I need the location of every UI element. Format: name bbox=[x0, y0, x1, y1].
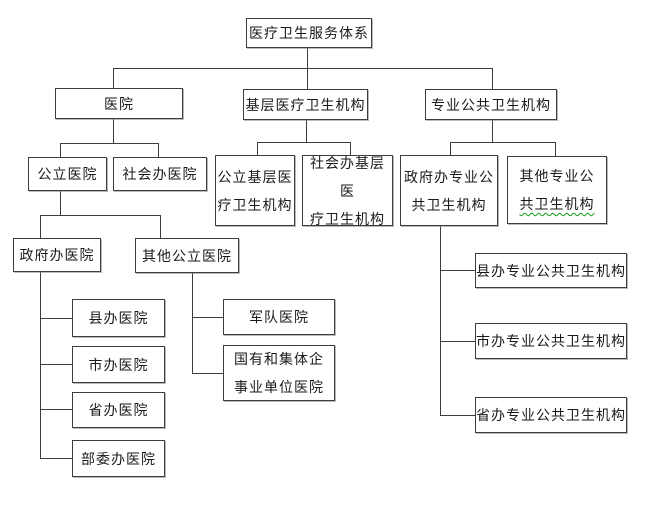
node-social-hospital: 社会办医院 bbox=[113, 157, 207, 191]
connector-line bbox=[450, 142, 556, 143]
connector-line bbox=[440, 341, 475, 342]
node-county-hospital-label: 县办医院 bbox=[88, 310, 149, 326]
node-primary-care: 基层医疗卫生机构 bbox=[243, 89, 368, 120]
node-city-public-health: 市办专业公共卫生机构 bbox=[475, 323, 627, 359]
node-county-public-health-label: 县办专业公共卫生机构 bbox=[476, 262, 626, 279]
node-city-hospital-label: 市办医院 bbox=[88, 356, 149, 373]
node-social-primary-care-line1: 社会办基层医 bbox=[310, 154, 385, 199]
node-ministry-hospital: 部委办医院 bbox=[72, 440, 165, 477]
node-other-public-hospital: 其他公立医院 bbox=[135, 238, 239, 273]
connector-line bbox=[257, 142, 351, 143]
node-gov-hospital: 政府办医院 bbox=[13, 238, 101, 272]
node-public-primary-care: 公立基层医 疗卫生机构 bbox=[215, 155, 295, 226]
connector-line bbox=[257, 142, 258, 155]
node-social-primary-care: 社会办基层医 疗卫生机构 bbox=[302, 155, 393, 227]
node-gov-public-health: 政府办专业公 共卫生机构 bbox=[400, 155, 498, 226]
node-hospital: 医院 bbox=[55, 88, 183, 119]
connector-line bbox=[440, 270, 475, 271]
node-soe-hospital: 国有和集体企 事业单位医院 bbox=[223, 345, 335, 401]
connector-line bbox=[160, 215, 161, 238]
connector-line bbox=[40, 458, 72, 459]
node-city-public-health-label: 市办专业公共卫生机构 bbox=[476, 333, 626, 349]
node-gov-public-health-line1: 政府办专业公 bbox=[404, 168, 494, 185]
node-public-primary-care-line2: 疗卫生机构 bbox=[217, 196, 293, 213]
connector-line bbox=[492, 68, 493, 89]
node-other-public-health-line2-spellcheck: 共卫生机构 bbox=[519, 196, 595, 212]
node-military-hospital: 军队医院 bbox=[223, 299, 335, 335]
node-soe-hospital-line1: 国有和集体企 bbox=[234, 351, 324, 367]
node-primary-care-label: 基层医疗卫生机构 bbox=[245, 96, 366, 113]
connector-line bbox=[492, 120, 493, 142]
node-province-public-health-label: 省办专业公共卫生机构 bbox=[476, 407, 626, 423]
node-county-hospital: 县办医院 bbox=[72, 299, 165, 337]
node-other-public-health-line1: 其他专业公 bbox=[519, 168, 595, 184]
connector-line bbox=[113, 119, 114, 143]
node-province-hospital: 省办医院 bbox=[72, 392, 165, 428]
node-gov-hospital-label: 政府办医院 bbox=[19, 247, 95, 263]
node-military-hospital-label: 军队医院 bbox=[249, 309, 309, 325]
connector-line bbox=[40, 364, 72, 365]
node-social-primary-care-line2: 疗卫生机构 bbox=[310, 210, 385, 227]
node-root: 医疗卫生服务体系 bbox=[246, 18, 372, 48]
connector-line bbox=[60, 143, 159, 144]
node-other-public-health: 其他专业公 共卫生机构 bbox=[507, 156, 607, 224]
node-soe-hospital-line2: 事业单位医院 bbox=[234, 379, 324, 395]
connector-line bbox=[192, 317, 223, 318]
connector-line bbox=[60, 191, 61, 215]
node-public-primary-care-line1: 公立基层医 bbox=[217, 168, 293, 185]
node-public-hospital-label: 公立医院 bbox=[37, 166, 98, 182]
connector-line bbox=[555, 142, 556, 156]
node-root-label: 医疗卫生服务体系 bbox=[249, 25, 369, 41]
connector-line bbox=[40, 318, 72, 319]
node-other-public-hospital-label: 其他公立医院 bbox=[142, 247, 232, 264]
connector-line bbox=[40, 272, 41, 459]
node-province-hospital-label: 省办医院 bbox=[88, 402, 149, 418]
node-public-hospital: 公立医院 bbox=[28, 157, 107, 191]
connector-line bbox=[440, 226, 441, 416]
connector-line bbox=[40, 215, 41, 238]
connector-line bbox=[350, 142, 351, 155]
connector-line bbox=[450, 142, 451, 155]
node-county-public-health: 县办专业公共卫生机构 bbox=[475, 253, 627, 288]
node-social-hospital-label: 社会办医院 bbox=[122, 166, 198, 182]
node-professional-public-health: 专业公共卫生机构 bbox=[425, 89, 557, 120]
node-professional-public-health-label: 专业公共卫生机构 bbox=[431, 96, 551, 113]
connector-line bbox=[192, 373, 223, 374]
connector-line bbox=[60, 143, 61, 157]
node-city-hospital: 市办医院 bbox=[72, 346, 165, 383]
connector-line bbox=[440, 415, 475, 416]
connector-line bbox=[158, 143, 159, 157]
node-ministry-hospital-label: 部委办医院 bbox=[81, 450, 156, 467]
connector-line bbox=[113, 68, 493, 69]
node-province-public-health: 省办专业公共卫生机构 bbox=[475, 397, 627, 433]
node-hospital-label: 医院 bbox=[104, 95, 134, 112]
connector-line bbox=[113, 68, 114, 88]
connector-line bbox=[40, 215, 161, 216]
connector-line bbox=[192, 273, 193, 374]
connector-line bbox=[40, 409, 72, 410]
connector-line bbox=[306, 120, 307, 142]
node-gov-public-health-line2: 共卫生机构 bbox=[411, 196, 487, 213]
